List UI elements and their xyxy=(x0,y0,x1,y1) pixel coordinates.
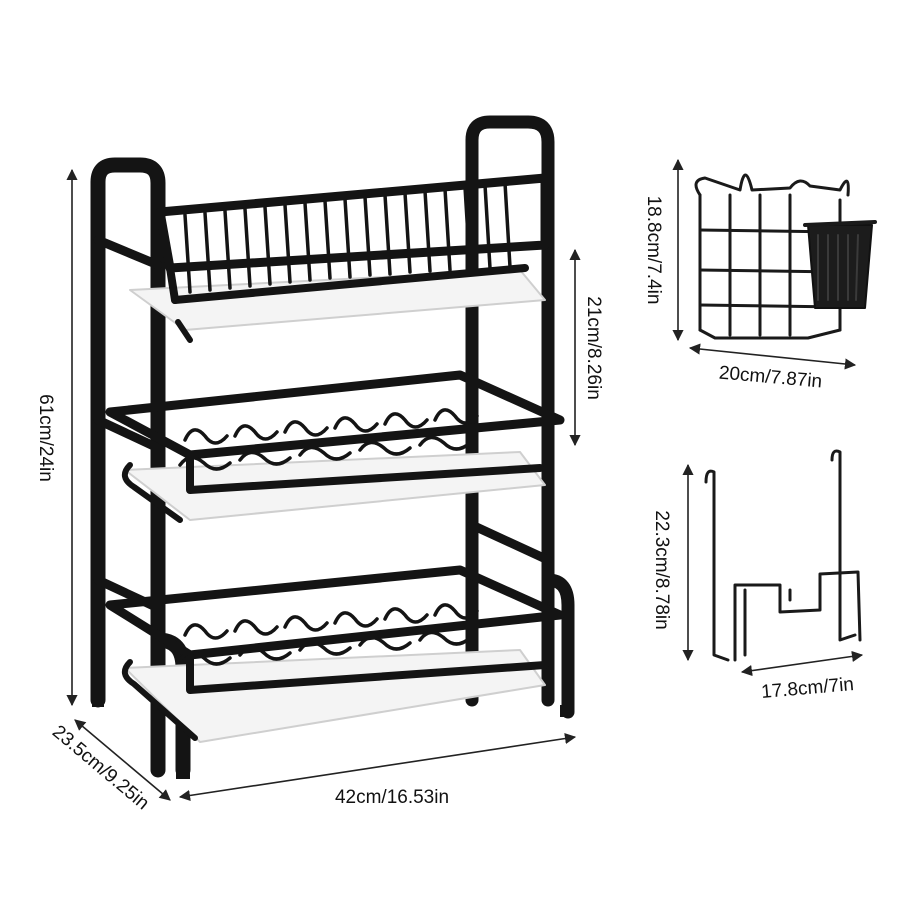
utensil-holder-illustration xyxy=(694,173,877,340)
height-label: 61cm/24in xyxy=(35,394,56,482)
dimension-lines xyxy=(66,158,864,802)
board-height-label: 22.3cm/8.78in xyxy=(651,510,672,629)
board-width-dimension-line xyxy=(740,650,864,677)
utensil-height-label: 18.8cm/7.4in xyxy=(643,196,664,305)
tier-spacing-label: 21cm/8.26in xyxy=(583,296,604,400)
utensil-width-dimension-line xyxy=(688,343,857,370)
depth-dimension-line xyxy=(74,719,171,801)
width-label: 42cm/16.53in xyxy=(335,787,449,808)
width-dimension-line xyxy=(178,732,577,802)
board-width-label: 17.8cm/7in xyxy=(760,674,854,703)
depth-label: 23.5cm/9.25in xyxy=(48,721,153,814)
utensil-width-label: 20cm/7.87in xyxy=(718,363,823,393)
board-holder-illustration xyxy=(704,449,862,662)
dish-rack-illustration xyxy=(90,115,575,779)
